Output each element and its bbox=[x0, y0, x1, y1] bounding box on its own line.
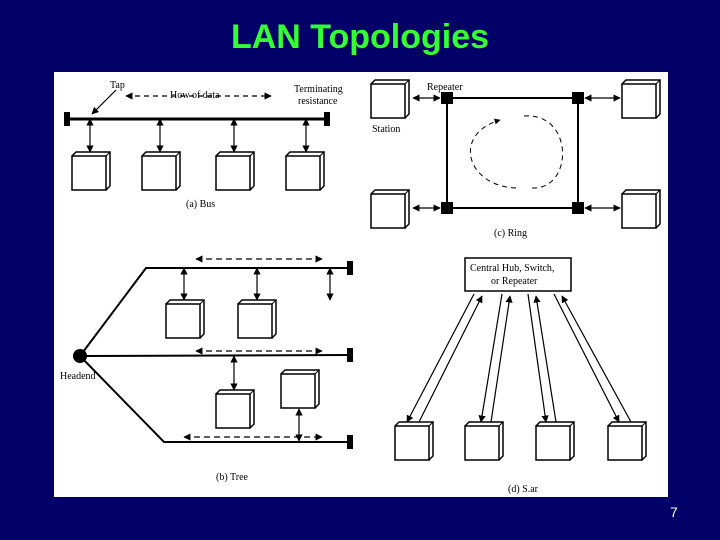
star-link-2-out bbox=[478, 293, 503, 423]
bus-terminator-left bbox=[64, 112, 70, 126]
ring-loop bbox=[446, 97, 579, 209]
star-link-1-in bbox=[418, 295, 483, 423]
hub-label-line1: Central Hub, Switch, bbox=[470, 263, 554, 274]
bus-station-2 bbox=[141, 151, 181, 191]
bus-station-4 bbox=[285, 151, 325, 191]
bus-terminator-right bbox=[324, 112, 330, 126]
tree-terminator-3 bbox=[347, 435, 353, 449]
star-link-4-out bbox=[553, 293, 620, 423]
ring-repeater-3 bbox=[441, 202, 453, 214]
slide-title: LAN Topologies bbox=[230, 18, 490, 56]
central-hub bbox=[464, 257, 572, 292]
tap-label: Tap bbox=[110, 80, 125, 91]
diagram-panel: Tap How of data Terminating resistance (… bbox=[54, 72, 668, 497]
star-caption: (d) S.ar bbox=[508, 484, 539, 495]
ring-repeater-1 bbox=[441, 92, 453, 104]
repeater-label: Repeater bbox=[427, 82, 463, 93]
tree-terminator-2 bbox=[347, 348, 353, 362]
data-flow-label: How of data bbox=[170, 90, 220, 101]
station-label: Station bbox=[372, 124, 400, 135]
star-station-1 bbox=[394, 421, 434, 461]
ring-repeater-2 bbox=[572, 92, 584, 104]
tree-station-1 bbox=[165, 299, 205, 339]
tree-station-2 bbox=[237, 299, 277, 339]
tree-topology: Headend (b) Tree bbox=[60, 255, 353, 483]
ring-station-4 bbox=[621, 189, 661, 229]
star-station-3 bbox=[535, 421, 575, 461]
lan-topologies-diagram: Tap How of data Terminating resistance (… bbox=[60, 79, 661, 495]
star-link-3-in bbox=[533, 295, 557, 423]
slide-number: 7 bbox=[670, 504, 678, 520]
hub-label-line2: or Repeater bbox=[491, 276, 538, 287]
ring-topology: Repeater Station (c) Ring bbox=[370, 79, 661, 239]
ring-station-3 bbox=[370, 189, 410, 229]
star-link-1-out bbox=[406, 293, 475, 423]
headend-label: Headend bbox=[60, 371, 96, 382]
bus-station-1 bbox=[71, 151, 111, 191]
bus-topology: Tap How of data Terminating resistance (… bbox=[64, 80, 343, 210]
bus-caption: (a) Bus bbox=[186, 199, 215, 210]
ring-flow-arrow bbox=[470, 116, 563, 189]
tree-branch-top bbox=[79, 267, 350, 357]
terminator-label-line2: resistance bbox=[298, 96, 338, 107]
ring-station-1 bbox=[370, 79, 410, 119]
tree-caption: (b) Tree bbox=[216, 472, 249, 483]
star-link-2-in bbox=[490, 295, 513, 423]
tree-terminator-1 bbox=[347, 261, 353, 275]
tree-branch-bottom bbox=[79, 355, 350, 443]
tree-station-3 bbox=[215, 389, 255, 429]
star-link-3-out bbox=[527, 293, 549, 423]
tap-pointer bbox=[91, 89, 117, 115]
tree-station-4 bbox=[280, 369, 320, 409]
star-link-4-in bbox=[561, 295, 632, 423]
bus-station-3 bbox=[215, 151, 255, 191]
star-station-4 bbox=[607, 421, 647, 461]
ring-station-2 bbox=[621, 79, 661, 119]
star-topology: Central Hub, Switch, or Repeater (d) S.a… bbox=[394, 257, 647, 495]
terminator-label-line1: Terminating bbox=[294, 84, 343, 95]
star-station-2 bbox=[464, 421, 504, 461]
ring-repeater-4 bbox=[572, 202, 584, 214]
ring-caption: (c) Ring bbox=[494, 228, 527, 239]
tree-branch-middle bbox=[79, 354, 351, 357]
